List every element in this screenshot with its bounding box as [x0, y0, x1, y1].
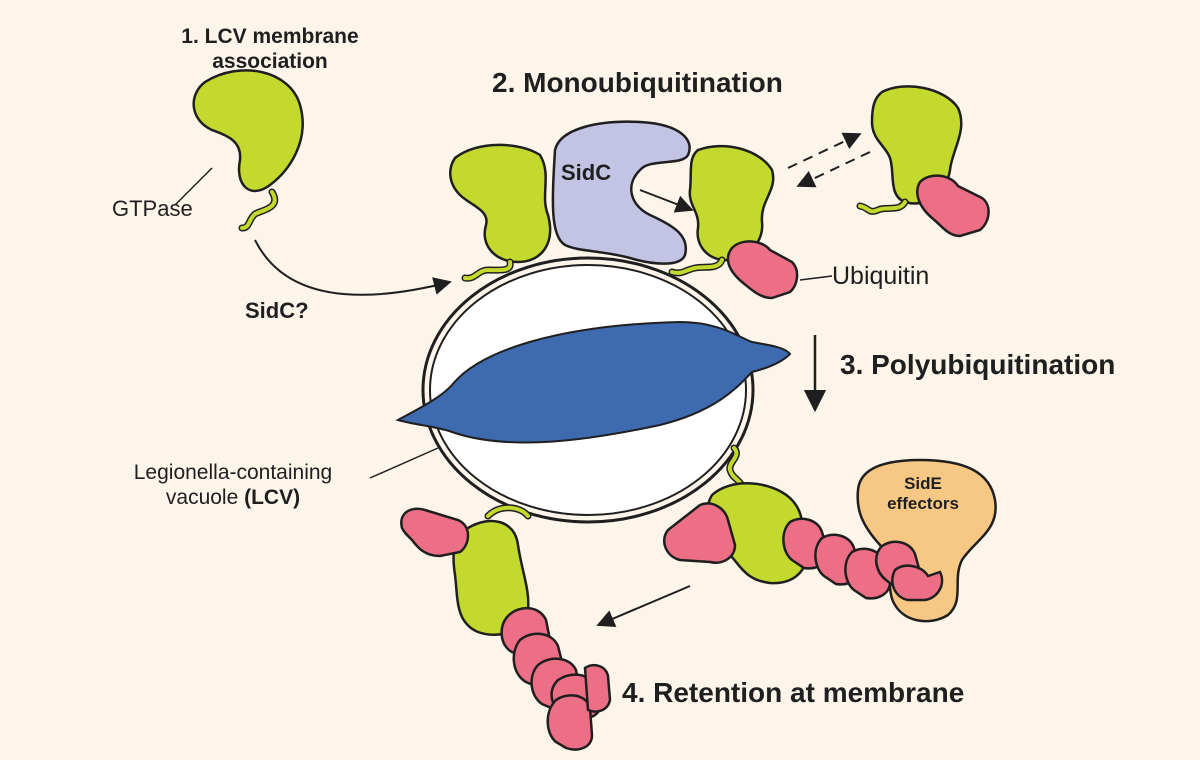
- lcv-label-prefix: vacuole: [165, 486, 245, 510]
- ubiquitin-label: Ubiquitin: [832, 262, 930, 290]
- lcv-pointer-line: [369, 447, 439, 479]
- step1-label: 1. LCV membrane association: [150, 24, 390, 74]
- gtpase-membrane-left: [449, 143, 552, 282]
- ubiquitin-chain-right: [663, 502, 944, 602]
- ubiquitin-chain-retained: [400, 507, 612, 751]
- sidc-label: SidC: [561, 160, 612, 185]
- step4-label: 4. Retention at membrane: [622, 677, 965, 708]
- gtpase-membrane-right: [668, 144, 775, 277]
- sidc-transfer-arrow: [639, 189, 694, 213]
- retention-arrow: [596, 585, 691, 627]
- lcv-label-line1: Legionella-containing: [133, 461, 333, 484]
- side-effectors-label: SidE effectors: [868, 474, 978, 515]
- gtpase-pointer-line: [174, 167, 213, 206]
- lcv-label-abbrev: (LCV): [244, 486, 301, 510]
- sidc-protein: [551, 120, 691, 265]
- step1-label-line1: 1. LCV membrane: [181, 25, 359, 48]
- step1-label-line2: association: [212, 50, 328, 74]
- dissociation-arrow: [787, 132, 862, 169]
- sidc-question-label: SidC?: [245, 298, 309, 323]
- gtpase-label: GTPase: [112, 196, 193, 221]
- ubiquitin-pointer-line: [799, 275, 833, 281]
- side-label-line2: effectors: [887, 494, 959, 514]
- reassociation-arrow: [796, 151, 871, 188]
- ubiquitin-mono: [726, 240, 799, 300]
- step2-label: 2. Monoubiquitination: [492, 67, 783, 98]
- gtpase-polyubiquitinated-right: [706, 444, 808, 585]
- gtpase-released: [856, 85, 963, 215]
- ubiquitin-released: [916, 174, 990, 238]
- gtpase-free: [192, 69, 304, 232]
- side-label-line1: SidE: [904, 474, 942, 493]
- association-arrow: [254, 239, 452, 296]
- lcv-label-line2: vacuole (LCV): [98, 485, 368, 510]
- lcv-label: Legionella-containing vacuole (LCV): [98, 460, 368, 510]
- legionella-bacterium: [395, 320, 792, 444]
- step3-label: 3. Polyubiquitination: [840, 349, 1116, 380]
